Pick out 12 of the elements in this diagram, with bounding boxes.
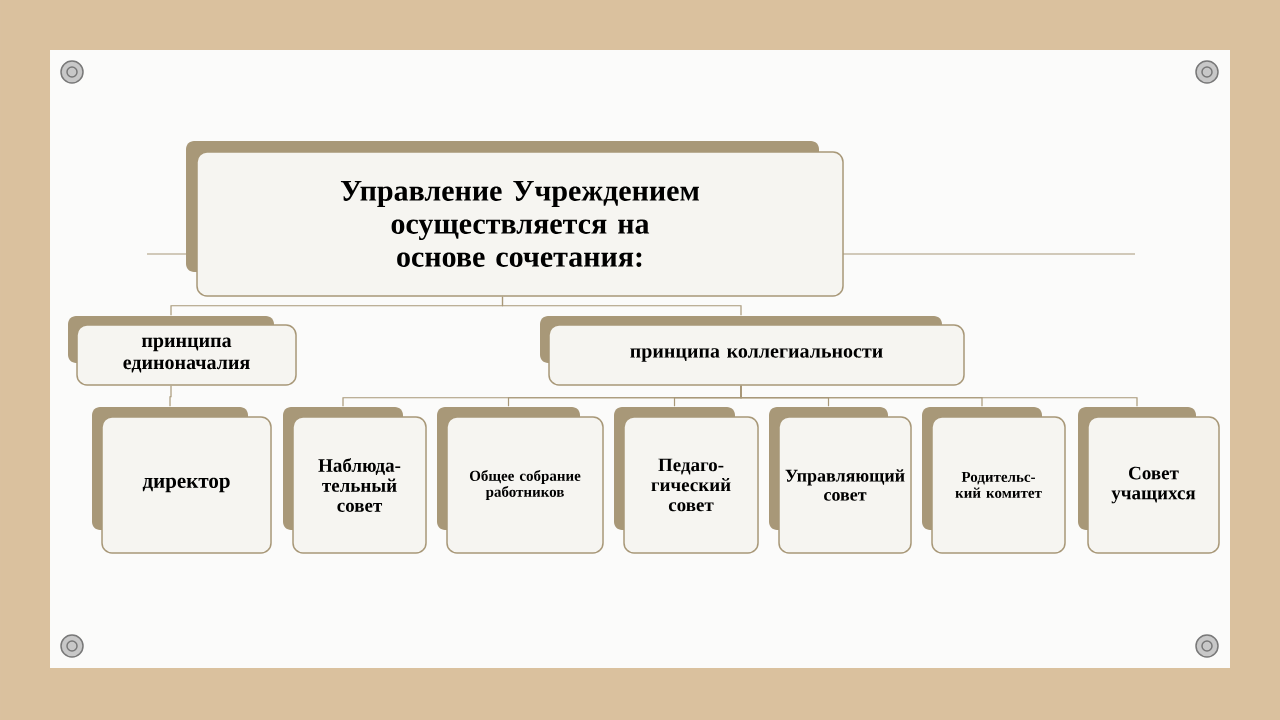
org-box: Совет учащихся xyxy=(1078,407,1220,554)
org-box: Общее собрание работников xyxy=(437,407,604,554)
org-box: директор xyxy=(92,407,272,554)
org-box: Педаго-гический совет xyxy=(614,407,759,554)
org-box: Наблюда-тельный совет xyxy=(283,407,427,554)
connector-line xyxy=(501,296,742,316)
org-box: Управляющий совет xyxy=(769,407,912,554)
org-box: Родительс-кий комитет xyxy=(922,407,1066,554)
org-box: принципа коллегиальности xyxy=(540,316,965,386)
org-box: принципа единоначалия xyxy=(68,316,297,386)
title-box: Управление Учреждением осуществляется на основе сочетания: xyxy=(186,141,844,297)
connector-line xyxy=(169,385,172,407)
